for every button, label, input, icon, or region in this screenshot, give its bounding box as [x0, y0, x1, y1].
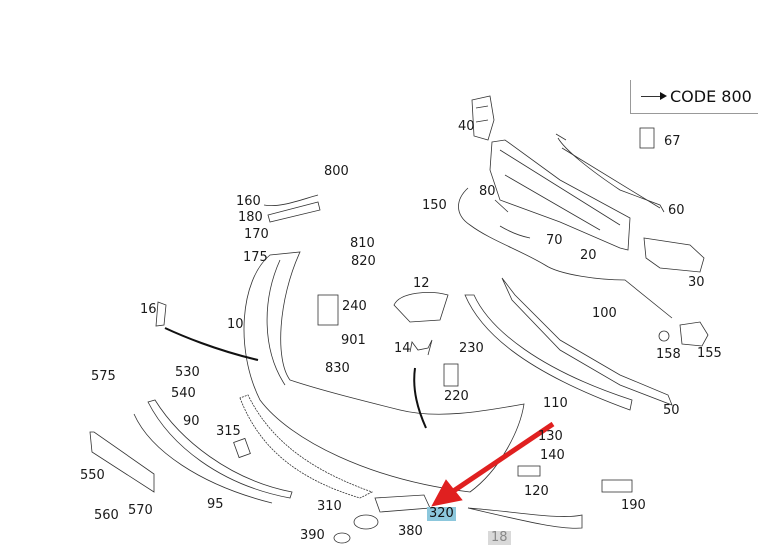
part-label-240: 240 [342, 299, 367, 314]
part-390-ring [333, 532, 351, 544]
part-150-harness [458, 187, 673, 319]
part-label-901: 901 [341, 333, 366, 348]
part-90-strip [147, 399, 293, 499]
part-180-bracket [267, 201, 321, 223]
part-label-120: 120 [524, 484, 549, 499]
part-380-ring [353, 514, 379, 530]
part-label-60: 60 [668, 203, 685, 218]
part-label-80: 80 [479, 184, 496, 199]
part-14-wire [409, 339, 433, 356]
part-label-95: 95 [207, 497, 224, 512]
part-12-cap [393, 292, 449, 323]
part-label-10: 10 [227, 317, 244, 332]
part-label-380: 380 [398, 524, 423, 539]
part-label-150: 150 [422, 198, 447, 213]
part-label-220: 220 [444, 389, 469, 404]
part-label-12: 12 [413, 276, 430, 291]
part-158-ring [658, 330, 670, 342]
part-120-bracket [517, 465, 541, 477]
part-220-bracket [443, 363, 459, 387]
part-30-shape [643, 237, 705, 273]
part-label-160: 160 [236, 194, 261, 209]
part-label-16: 16 [140, 302, 157, 317]
part-label-820: 820 [351, 254, 376, 269]
part-label-320-highlighted[interactable]: 320 [427, 506, 456, 521]
part-label-67: 67 [664, 134, 681, 149]
part-label-140: 140 [540, 448, 565, 463]
part-310-grille [239, 394, 374, 499]
part-label-155: 155 [697, 346, 722, 361]
part-label-130: 130 [538, 429, 563, 444]
part-label-390: 390 [300, 528, 325, 543]
part-label-14: 14 [394, 341, 411, 356]
red-arrowhead [431, 479, 463, 507]
part-110-shape [464, 294, 633, 411]
part-label-50: 50 [663, 403, 680, 418]
part-550-plate [89, 431, 155, 493]
part-label-158: 158 [656, 347, 681, 362]
part-240-box [317, 294, 339, 326]
part-label-180: 180 [238, 210, 263, 225]
part-label-20: 20 [580, 248, 597, 263]
code-800-legend: CODE 800 [630, 80, 758, 114]
part-label-110: 110 [543, 396, 568, 411]
part-155-sensor [679, 321, 709, 347]
part-160-strip [263, 194, 319, 207]
arrowhead-icon [660, 92, 667, 100]
part-67-shape [639, 127, 655, 149]
part-label-800: 800 [324, 164, 349, 179]
part-40-shape [471, 95, 495, 141]
part-16-cap [155, 301, 167, 327]
part-label-530: 530 [175, 365, 200, 380]
part-10-bumper [243, 251, 525, 493]
part-50-shape [501, 277, 673, 406]
part-label-550: 550 [80, 468, 105, 483]
part-label-175: 175 [243, 250, 268, 265]
part-label-570: 570 [128, 503, 153, 518]
part-18-strip [467, 507, 583, 529]
part-315-block [233, 437, 251, 459]
part-label-230: 230 [459, 341, 484, 356]
part-label-40: 40 [458, 119, 475, 134]
part-60-strip [557, 137, 665, 213]
red-pointer-arrow [450, 421, 555, 495]
part-14-arrow [413, 367, 427, 429]
part-label-830: 830 [325, 361, 350, 376]
part-label-540: 540 [171, 386, 196, 401]
part-label-100: 100 [592, 306, 617, 321]
part-label-310: 310 [317, 499, 342, 514]
part-label-190: 190 [621, 498, 646, 513]
part-label-560: 560 [94, 508, 119, 523]
arrow-icon [641, 96, 661, 97]
part-label-170: 170 [244, 227, 269, 242]
part-label-70: 70 [546, 233, 563, 248]
code-label: CODE 800 [670, 87, 752, 106]
part-320-trim [374, 494, 431, 513]
part-190-clip [601, 479, 633, 493]
part-label-575: 575 [91, 369, 116, 384]
part-label-90: 90 [183, 414, 200, 429]
page-number: 18 [488, 531, 511, 545]
part-label-810: 810 [350, 236, 375, 251]
part-label-315: 315 [216, 424, 241, 439]
part-95-strip [133, 413, 273, 504]
part-label-30: 30 [688, 275, 705, 290]
part-20-beam [489, 139, 631, 251]
